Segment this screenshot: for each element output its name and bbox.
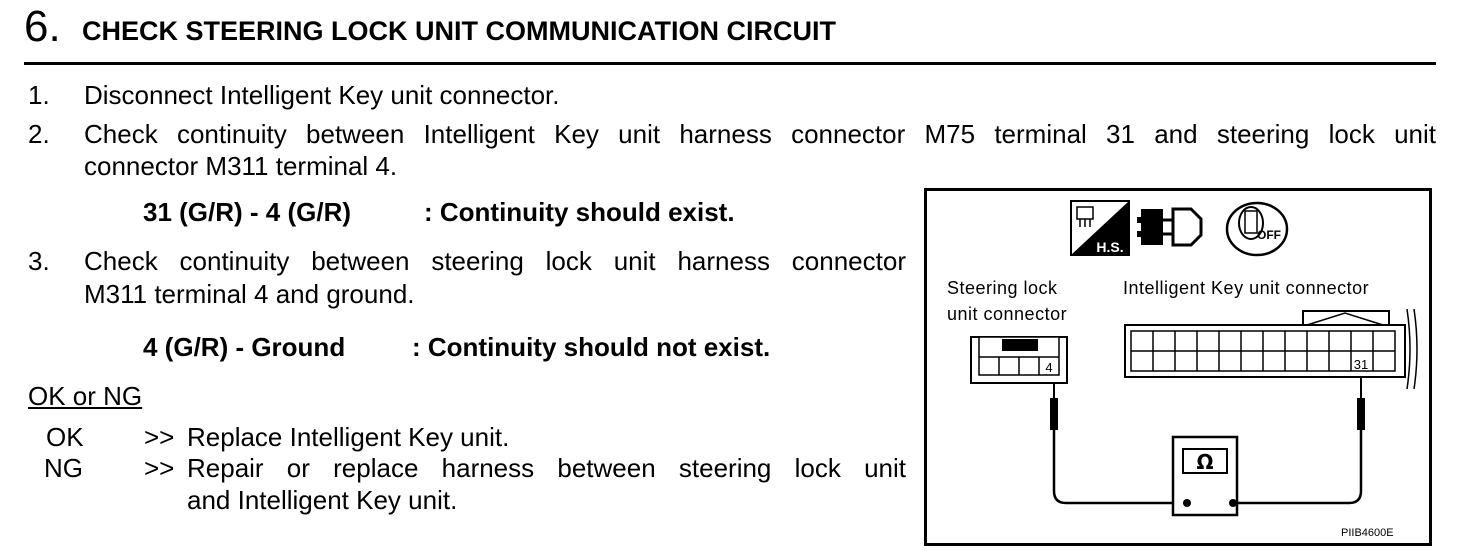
ng-arrow: >> xyxy=(144,453,175,483)
circuit-diagram: H.S. OFF 4 xyxy=(970,200,1418,517)
header-rule xyxy=(24,62,1436,65)
spec-2-terminals: 4 (G/R) - Ground xyxy=(143,332,346,362)
intelligent-key-connector: 31 xyxy=(1124,308,1418,390)
ng-code: NG xyxy=(44,453,83,483)
item-3-text-line1: Check continuity between steering lock u… xyxy=(84,246,906,276)
connector-disconnect-icon xyxy=(1137,207,1203,247)
ng-action-line1: Repair or replace harness between steeri… xyxy=(187,453,906,483)
test-leads xyxy=(1050,377,1365,505)
spec-1-terminals: 31 (G/R) - 4 (G/R) xyxy=(143,197,352,227)
ok-ng-heading: OK or NG xyxy=(28,381,143,411)
harness-hs-icon: H.S. xyxy=(1070,200,1130,256)
item-3-text-line2: M311 terminal 4 and ground. xyxy=(84,279,415,309)
item-2-number: 2. xyxy=(28,119,50,149)
ok-action: Replace Intelligent Key unit. xyxy=(187,422,510,452)
item-1-number: 1. xyxy=(28,80,50,110)
ok-code: OK xyxy=(46,422,84,452)
ohm-symbol: Ω xyxy=(1196,450,1213,474)
spec-1-result: : Continuity should exist. xyxy=(424,197,735,227)
intelligent-key-connector-label: Intelligent Key unit connector xyxy=(1123,278,1370,298)
steering-lock-connector-label-1: Steering lock xyxy=(947,278,1058,298)
step-number: 6. xyxy=(24,2,61,51)
terminal-4-label: 4 xyxy=(1045,360,1052,375)
circuit-figure: H.S. OFF 4 xyxy=(924,188,1432,546)
steering-lock-connector: 4 xyxy=(970,336,1068,384)
hs-label: H.S. xyxy=(1096,239,1123,255)
terminal-31-label: 31 xyxy=(1354,357,1368,372)
step-title: CHECK STEERING LOCK UNIT COMMUNICATION C… xyxy=(82,16,836,46)
ignition-key-off-icon: OFF xyxy=(1225,201,1289,257)
ok-arrow: >> xyxy=(144,422,175,452)
off-label: OFF xyxy=(1257,228,1281,242)
ng-action-line2: and Intelligent Key unit. xyxy=(187,485,458,515)
spec-2-result: : Continuity should not exist. xyxy=(412,332,771,362)
ohmmeter: Ω xyxy=(1171,435,1239,517)
item-3-number: 3. xyxy=(28,246,50,276)
item-2-text-line1: Check continuity between Intelligent Key… xyxy=(84,119,1436,149)
item-1-text: Disconnect Intelligent Key unit connecto… xyxy=(84,80,560,110)
figure-code: PIIB4600E xyxy=(1341,527,1394,539)
item-2-text-line2: connector M311 terminal 4. xyxy=(84,151,398,181)
steering-lock-connector-label-2: unit connector xyxy=(947,304,1068,324)
